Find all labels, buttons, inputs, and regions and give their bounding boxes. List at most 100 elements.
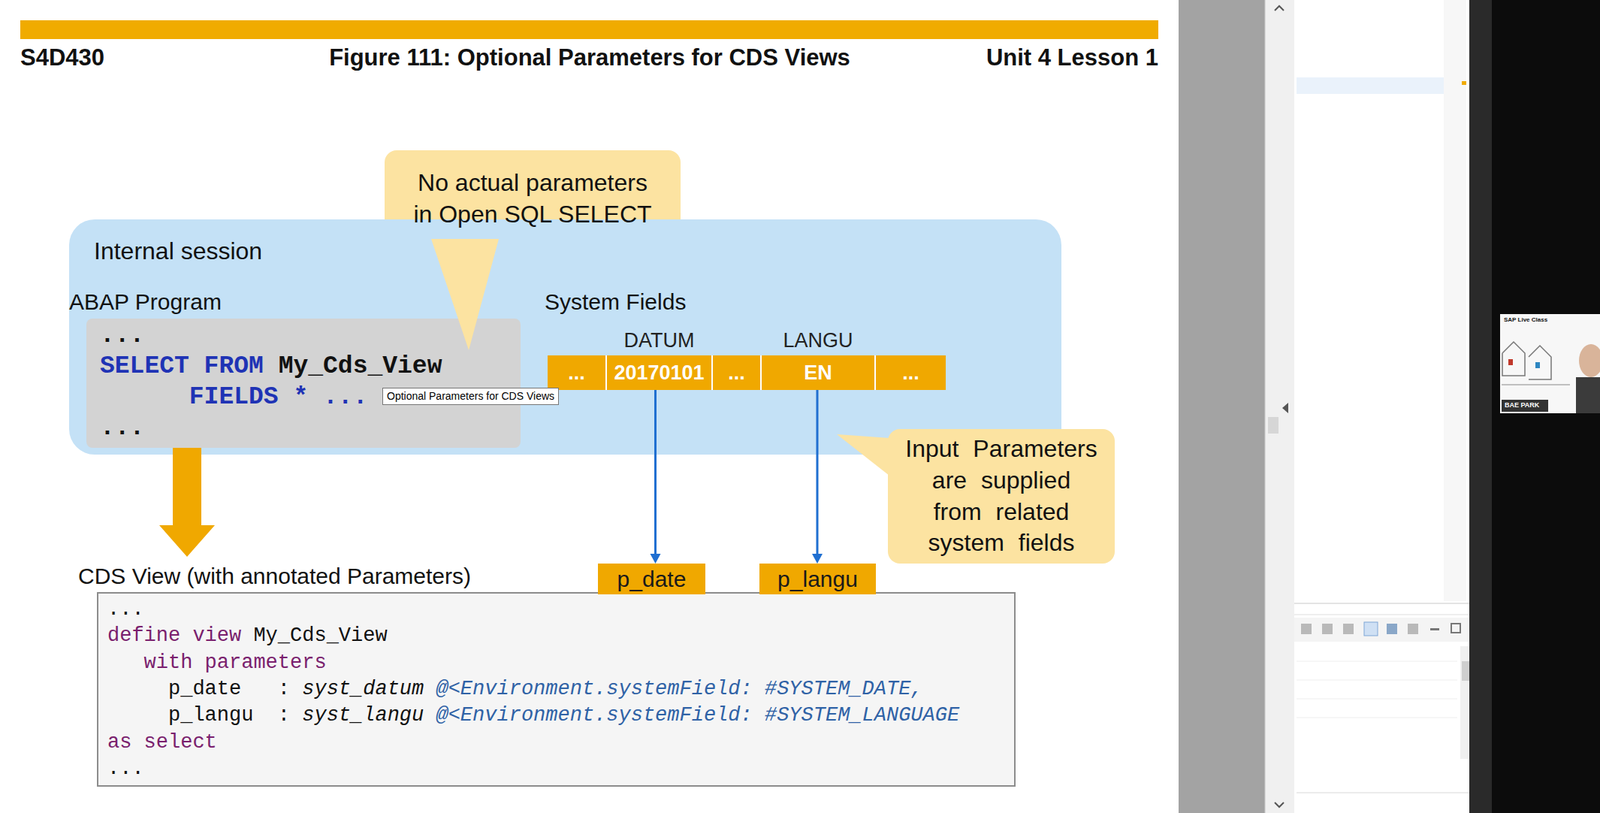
code-text: ...: [107, 755, 145, 782]
panel-scrollbar: [1443, 0, 1467, 601]
code-text: as select: [107, 729, 218, 756]
node-text: 20170101: [613, 360, 704, 385]
node-text: ...: [567, 360, 586, 385]
tool-icon: [1407, 623, 1419, 634]
code-text: syst_langu: [301, 702, 424, 729]
selected-row: [1296, 77, 1444, 94]
field-cell: LANGUEN: [760, 355, 875, 390]
parameter-box: p_langu: [759, 563, 876, 595]
code-text: :: [277, 676, 290, 703]
field-cell: DATUM20170101: [605, 355, 712, 390]
header-text: S4D430: [20, 43, 105, 72]
node-text: ...: [902, 360, 920, 385]
scroll-strip: [1264, 0, 1295, 813]
row-line: [1296, 792, 1470, 794]
code-text: syst_datum: [301, 676, 424, 703]
session-region: Internal sessionABAP Program...SELECT FR…: [69, 219, 1062, 455]
node-text: ...: [727, 360, 746, 385]
code-text: ...: [99, 412, 145, 444]
sketch-house: [1502, 341, 1525, 376]
marker: [1461, 81, 1467, 85]
sketch-detail: [1535, 362, 1540, 369]
tool-icon: [1301, 623, 1312, 634]
node-text: EN: [803, 360, 833, 385]
scroll-thumb: [1267, 416, 1279, 434]
code-text: p_langu: [168, 702, 254, 729]
tooltip: Optional Parameters for CDS Views: [382, 387, 559, 405]
divider: [1294, 603, 1492, 604]
divider: [1264, 0, 1266, 813]
connector: [650, 389, 662, 564]
code-box: CDS View (with annotated Parameters)...d…: [96, 591, 1016, 787]
tool-icon: [1364, 621, 1378, 636]
arrowhead: [650, 553, 662, 564]
header-text: Unit 4 Lesson 1: [986, 43, 1159, 72]
editor-panel: [1294, 0, 1492, 813]
code-text: p_date: [168, 676, 242, 703]
node-text: LANGU: [782, 328, 853, 353]
scroll-arrow: [1274, 6, 1284, 11]
node-text: Optional Parameters for CDS Views: [386, 389, 555, 403]
code-text: define view: [107, 622, 242, 650]
sketch-detail: [1508, 359, 1513, 366]
tool-icon: [1322, 623, 1333, 634]
code-text: FIELDS * ...: [189, 381, 369, 413]
person-body: [1575, 377, 1600, 414]
collapse-arrow: [1282, 402, 1289, 414]
node-text: p_date: [617, 565, 687, 593]
code-text: @<Environment.systemField: #SYSTEM_LANGU…: [435, 702, 960, 729]
row-line: [1296, 679, 1458, 681]
row-line: [1296, 717, 1458, 719]
video-label: BAE PARK: [1504, 401, 1540, 410]
name-bar: [1501, 399, 1549, 412]
arrowhead: [812, 553, 823, 564]
person-face: [1578, 344, 1600, 378]
heading: ABAP Program: [69, 288, 222, 316]
sketch-house: [1528, 345, 1552, 380]
connector: [812, 389, 823, 564]
code-text: :: [277, 702, 290, 729]
heading: CDS View (with annotated Parameters): [78, 562, 471, 590]
dark-strip: [1469, 0, 1492, 813]
sketch-ground: [1501, 384, 1570, 386]
code-text: My_Cds_View: [278, 350, 443, 382]
parameter-box: p_date: [597, 563, 706, 595]
row-line: [1296, 661, 1458, 662]
tool-icon: [1343, 623, 1354, 634]
video-area: [1491, 0, 1600, 813]
field-cell: ...: [547, 355, 606, 390]
tool-icon: [1386, 623, 1398, 634]
node-text: No actual parameters in Open SQL SELECT: [410, 167, 656, 230]
row-line: [1296, 698, 1458, 700]
code-text: ...: [107, 596, 145, 623]
field-cell: ...: [711, 355, 761, 390]
code-text: with parameters: [144, 649, 327, 677]
toolbar: [1294, 617, 1492, 642]
code-text: SELECT FROM: [99, 350, 264, 382]
code-text: ...: [99, 320, 145, 351]
tool-icon: [1451, 623, 1461, 633]
heading: Internal session: [93, 236, 263, 266]
callout-pointer: [431, 238, 499, 351]
scroll-arrow: [1274, 802, 1284, 807]
scroll-thumb: [1461, 661, 1470, 681]
tool-icon: [1430, 627, 1440, 631]
figure-title: Figure 111: Optional Parameters for CDS …: [329, 43, 851, 72]
gray-gap: [1178, 0, 1265, 813]
divider: [1294, 614, 1492, 616]
callout-pointer: [836, 434, 900, 484]
block-arrow: [159, 447, 215, 557]
callout-box: Input Parameters are supplied from relat…: [887, 428, 1115, 564]
connector-line: [816, 389, 819, 556]
code-text: @<Environment.systemField: #SYSTEM_DATE,: [435, 676, 923, 703]
video-label: SAP Live Class: [1503, 316, 1548, 324]
panel-scrollbar: [1460, 646, 1471, 759]
system-field-bar: System Fields...DATUM20170101...LANGUEN.…: [547, 355, 946, 390]
header-bar: [20, 20, 1159, 40]
node-text: p_langu: [777, 565, 858, 593]
connector-line: [654, 389, 657, 556]
node-text: DATUM: [624, 328, 695, 353]
heading: System Fields: [544, 288, 686, 316]
program-box: ABAP Program...SELECT FROMMy_Cds_ViewFIE…: [86, 318, 521, 448]
